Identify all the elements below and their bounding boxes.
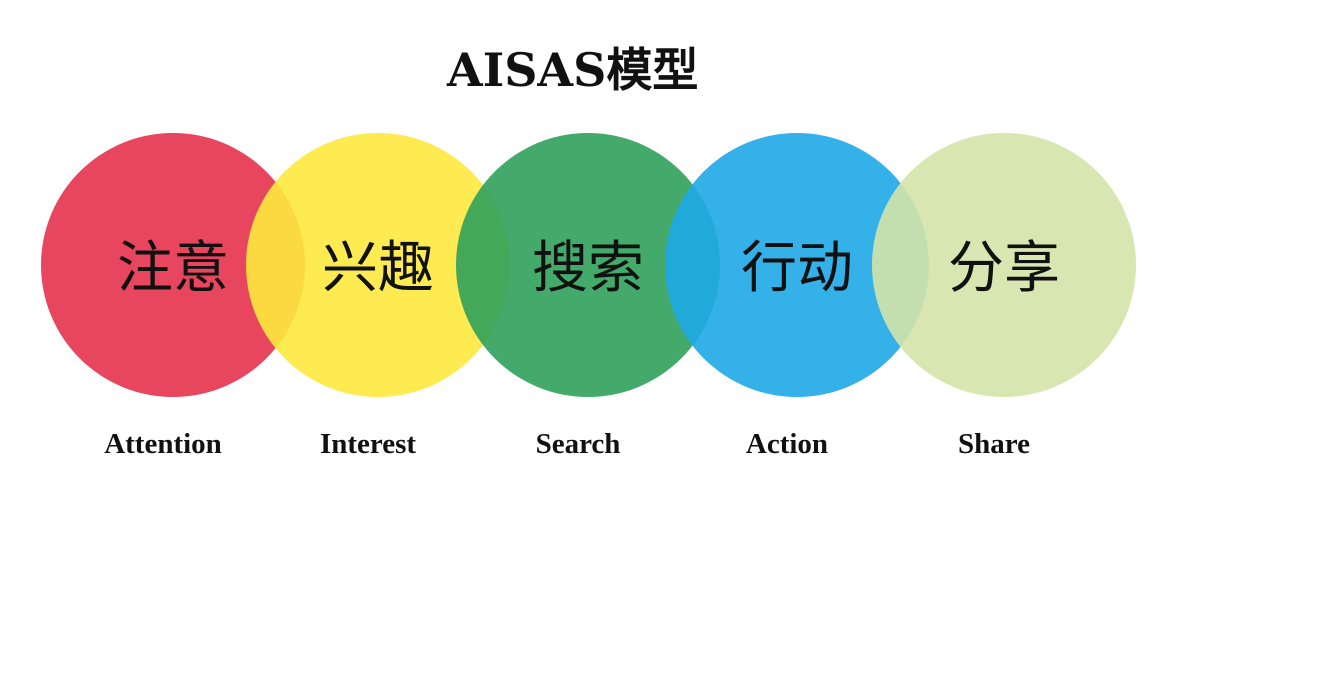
stage-cn-label-action: 行动 [741, 236, 853, 301]
stage-cn-label-interest: 兴趣 [322, 236, 434, 301]
stage-en-label-action: Action [746, 428, 828, 460]
stage-circle-attention [41, 133, 305, 397]
stage-chinese-labels: 注意 兴趣 搜索 行动 分享 [117, 236, 1060, 301]
stage-en-label-search: Search [536, 428, 621, 460]
stage-circle-share [872, 133, 1136, 397]
stage-cn-label-search: 搜索 [532, 236, 644, 301]
diagram-title: AISAS模型 [447, 43, 699, 97]
stage-circle-interest [246, 133, 510, 397]
stage-english-labels: Attention Interest Search Action Share [104, 428, 1030, 460]
stage-circle-action [665, 133, 929, 397]
stage-cn-label-attention: 注意 [117, 236, 229, 301]
stage-circles [41, 133, 1136, 397]
stage-cn-label-share: 分享 [948, 236, 1060, 301]
stage-en-label-interest: Interest [320, 428, 416, 460]
stage-en-label-attention: Attention [104, 428, 222, 460]
stage-circle-search [456, 133, 720, 397]
stage-en-label-share: Share [958, 428, 1030, 460]
